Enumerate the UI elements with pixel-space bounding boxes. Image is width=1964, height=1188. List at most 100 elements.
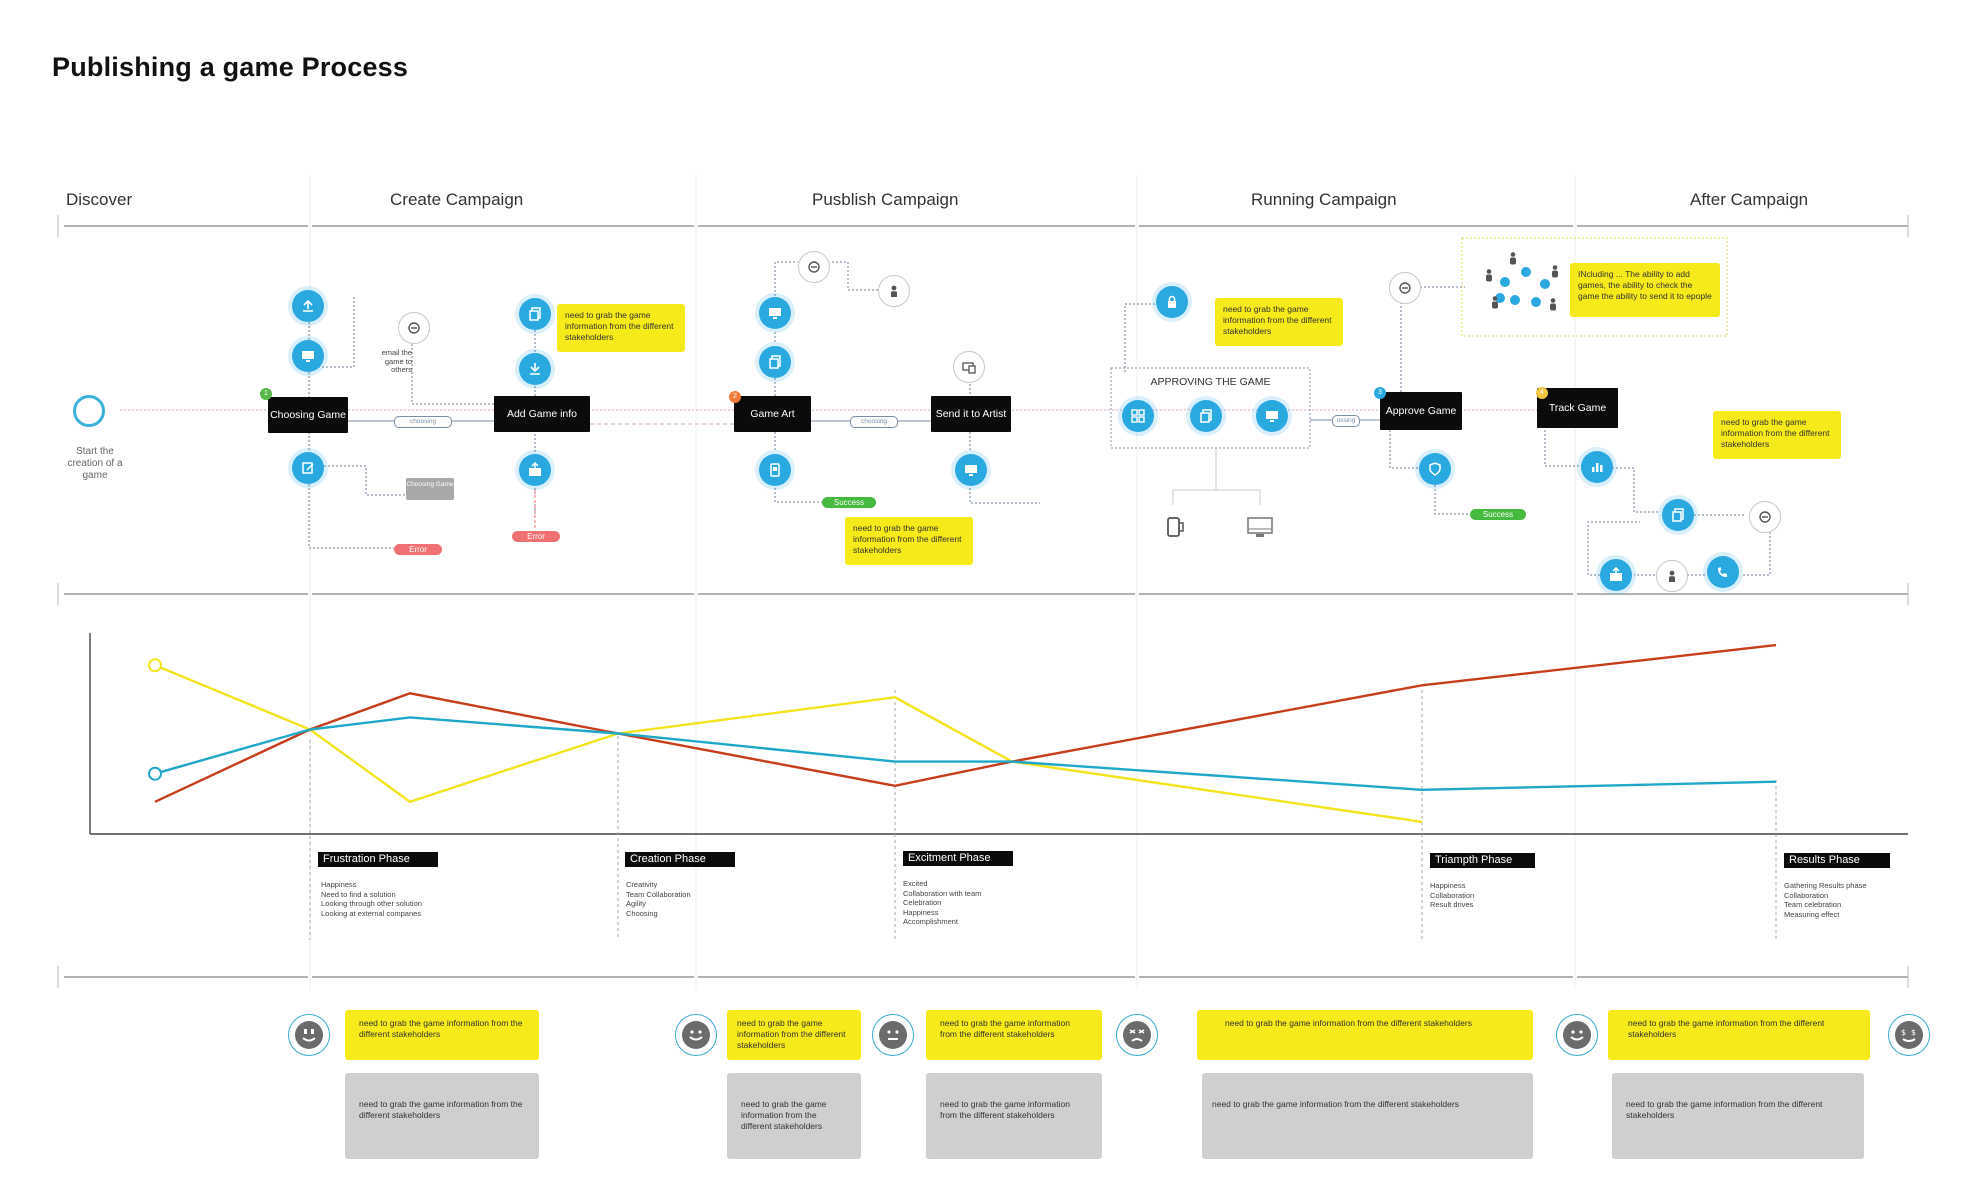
send-icon[interactable] [1600, 559, 1632, 591]
phase-after-campaign: After Campaign [1690, 190, 1809, 209]
person-icon [1548, 297, 1558, 316]
grey-chip: Choosing Game [406, 478, 454, 500]
sync-icon[interactable] [1749, 501, 1781, 533]
node-add-game-info[interactable]: Add Game info [494, 396, 590, 432]
node-game-art[interactable]: Game Art [734, 396, 811, 432]
person-icon [1490, 295, 1500, 314]
monitor-icon[interactable] [759, 297, 791, 329]
connector-label: choosing [850, 416, 898, 428]
copy-icon[interactable] [759, 346, 791, 378]
support-icon[interactable] [1707, 556, 1739, 588]
feeling-note: need to grab the game information from t… [1608, 1010, 1870, 1060]
upload-icon[interactable] [292, 290, 324, 322]
sticky-note: need to grab the game information from t… [1713, 411, 1841, 459]
feeling-note: need to grab the game information from t… [727, 1010, 861, 1060]
sync-icon[interactable] [798, 251, 830, 283]
phone-icon [1165, 515, 1185, 544]
step-badge: 3 [1374, 387, 1386, 399]
connector-label: ossing [1332, 415, 1360, 427]
sticky-note: need to grab the game information from t… [1215, 298, 1343, 346]
phase-discover: Discover [66, 190, 133, 209]
person-icon [1508, 251, 1518, 270]
connector-label: choosing [394, 416, 452, 428]
node-send-to-artist[interactable]: Send it to Artist [931, 396, 1011, 432]
error-pill: Error [394, 544, 442, 555]
phase-label: Results Phase [1784, 853, 1890, 868]
monitor-icon[interactable] [292, 340, 324, 372]
feeling-note: need to grab the game information from t… [1197, 1010, 1533, 1060]
desktop-icon [1246, 516, 1274, 545]
feeling-detail: need to grab the game information from t… [926, 1073, 1102, 1159]
phase-label: Triampth Phase [1430, 853, 1535, 868]
page-title: Publishing a game Process [52, 52, 409, 82]
phase-create-campaign: Create Campaign [390, 190, 524, 209]
monitor-icon[interactable] [955, 454, 987, 486]
edit-icon[interactable] [292, 452, 324, 484]
success-pill: Success [1470, 509, 1526, 520]
step-badge: 1 [260, 388, 272, 400]
feeling-detail: need to grab the game information from t… [1202, 1073, 1533, 1159]
step-badge: 2 [729, 391, 741, 403]
sync-icon[interactable] [1389, 272, 1421, 304]
smile-face-icon [1556, 1014, 1598, 1056]
send-icon[interactable] [519, 454, 551, 486]
start-label: Start the creation of a game [67, 446, 123, 481]
feeling-note: need to grab the game information from t… [926, 1010, 1102, 1060]
happy-face-icon [288, 1014, 330, 1056]
sync-icon[interactable] [398, 312, 430, 344]
neutral-face-icon [872, 1014, 914, 1056]
copy-icon[interactable] [519, 298, 551, 330]
lock-icon[interactable] [1156, 286, 1188, 318]
node-approve-game[interactable]: Approve Game [1380, 392, 1462, 430]
person-icon[interactable] [878, 275, 910, 307]
grid-icon[interactable] [1122, 400, 1154, 432]
copy-icon[interactable] [1662, 499, 1694, 531]
phase-running-campaign: Running Campaign [1251, 190, 1397, 209]
phase-label: Frustration Phase [318, 852, 438, 867]
person-icon [1484, 268, 1494, 287]
download-icon[interactable] [519, 353, 551, 385]
phase-publish-campaign: Pusblish Campaign [812, 190, 959, 209]
step-badge: 4 [1536, 387, 1548, 399]
person-icon[interactable] [1656, 560, 1688, 592]
series-start-point [148, 658, 162, 673]
monitor-icon[interactable] [1256, 400, 1288, 432]
feeling-detail: need to grab the game information from t… [1612, 1073, 1864, 1159]
feeling-note: need to grab the game information from t… [345, 1010, 539, 1060]
sticky-note: INcluding ... The ability to add games, … [1570, 263, 1720, 317]
approving-title: APPROVING THE GAME [1150, 376, 1271, 388]
dizzy-face-icon [1116, 1014, 1158, 1056]
svg-text:$: $ [1911, 1028, 1916, 1037]
node-track-game[interactable]: Track Game [1537, 388, 1618, 428]
phase-label: Creation Phase [625, 852, 735, 867]
feeling-detail: need to grab the game information from t… [727, 1073, 861, 1159]
desktop-icon[interactable] [953, 351, 985, 383]
svg-text:$: $ [1901, 1028, 1906, 1037]
shield-icon[interactable] [1419, 453, 1451, 485]
feeling-detail: need to grab the game information from t… [345, 1073, 539, 1159]
sticky-note: need to grab the game information from t… [845, 517, 973, 565]
node-choosing-game[interactable]: Choosing Game [268, 397, 348, 433]
series-blue-line [154, 716, 1777, 792]
phase-label: Excitment Phase [903, 851, 1013, 866]
chart-icon[interactable] [1581, 451, 1613, 483]
smile-face-icon [675, 1014, 717, 1056]
success-pill: Success [822, 497, 876, 508]
phone-icon[interactable] [759, 454, 791, 486]
money-face-icon: $$ [1888, 1014, 1930, 1056]
copy-icon[interactable] [1190, 400, 1222, 432]
person-icon [1550, 264, 1560, 283]
emotion-chart [148, 643, 1777, 824]
series-start-point [148, 766, 162, 781]
error-pill: Error [512, 531, 560, 542]
series-yellow-line [154, 664, 1423, 824]
series-red-line [154, 643, 1777, 803]
start-circle[interactable] [73, 395, 105, 427]
email-note: email the game to others [381, 348, 412, 374]
